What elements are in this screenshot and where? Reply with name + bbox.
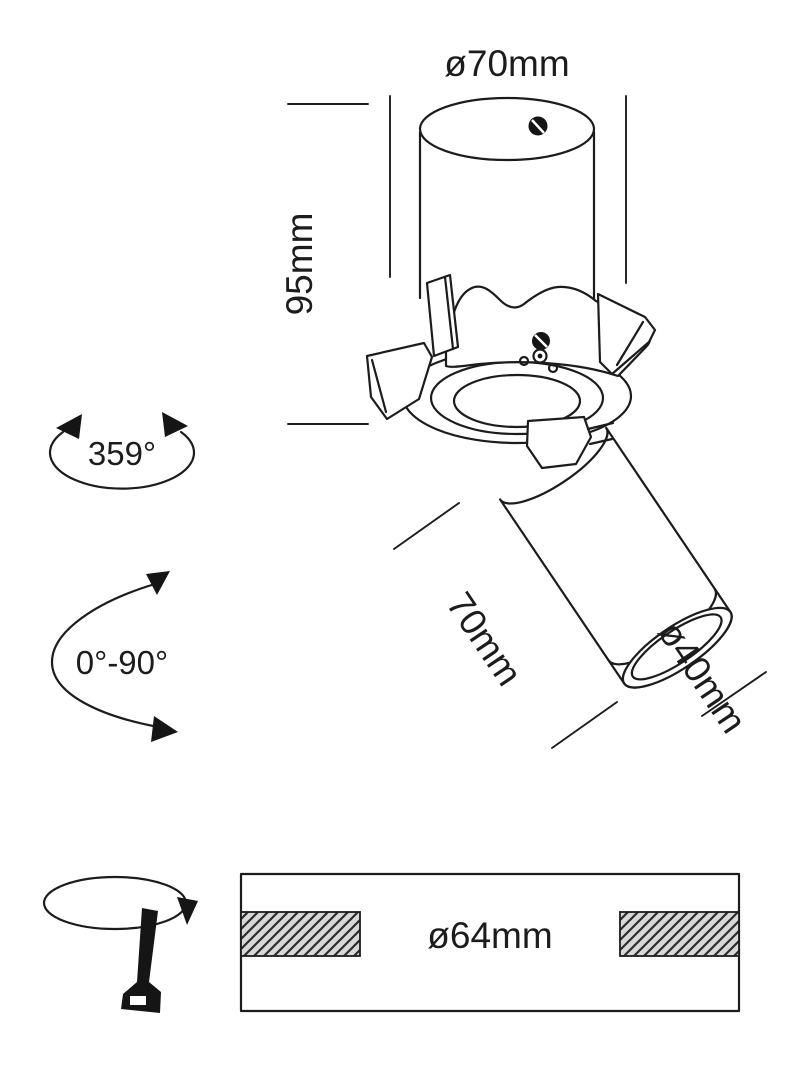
cutout-diameter-label: ø64mm — [427, 915, 552, 956]
tilt-range-icon: 0°-90° — [50, 571, 178, 742]
spot-head — [498, 426, 733, 689]
pan-arrow-right-icon — [162, 412, 188, 437]
spring-clip-symbol — [121, 908, 161, 1013]
dimension-body-height: 95mm — [279, 103, 369, 425]
pivot-yoke — [525, 415, 615, 470]
tilt-arrow-down-icon — [151, 716, 178, 742]
ceiling-hatch-left — [240, 911, 361, 957]
clip-notch — [130, 996, 146, 1005]
pan-arrow-left-icon — [56, 414, 82, 439]
top-screw-icon — [528, 116, 548, 136]
head-length-label: 70mm — [439, 585, 530, 693]
spring-clip-left — [425, 273, 460, 358]
cutout-cross-section: ø64mm — [239, 872, 741, 1013]
lens-face — [630, 613, 723, 681]
spring-clip-right — [596, 292, 657, 376]
head-diameter-tick — [701, 671, 767, 717]
bracket-fasteners — [518, 348, 559, 374]
housing-cylinder — [418, 96, 596, 305]
rotation-arrow-icon — [177, 897, 198, 925]
pan-rotation-label: 359° — [88, 435, 156, 472]
head-length-tick-bottom — [551, 701, 618, 749]
spring-clip-wing — [365, 341, 434, 421]
body-height-label: 95mm — [279, 213, 320, 316]
bracket-screw-icon — [532, 332, 550, 350]
ceiling-hatch-right — [619, 911, 740, 957]
tilt-arrow-up-icon — [146, 571, 170, 595]
body-diameter-label: ø70mm — [444, 43, 569, 84]
dimension-body-diameter: ø70mm — [389, 43, 627, 284]
fixture-drawing — [365, 96, 733, 689]
tilt-range-label: 0°-90° — [76, 644, 168, 681]
head-length-tick-top — [393, 502, 460, 550]
pan-rotation-icon: 359° — [48, 412, 196, 490]
install-rotation-icon — [42, 875, 198, 1013]
